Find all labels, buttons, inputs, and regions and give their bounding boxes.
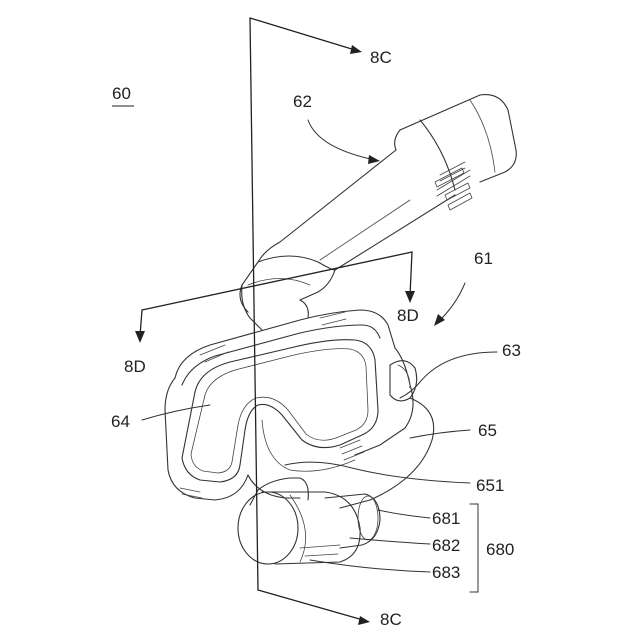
label-682: 682 — [432, 536, 460, 555]
label-683: 683 — [432, 563, 460, 582]
mask-frame — [165, 310, 417, 500]
section-label-8d-right: 8D — [397, 306, 419, 325]
section-label-8c-bottom: 8C — [380, 610, 402, 629]
label-65: 65 — [478, 421, 497, 440]
label-681: 681 — [432, 509, 460, 528]
snorkel-tube — [240, 95, 516, 330]
label-62: 62 — [293, 92, 312, 111]
part-labels: 60 62 61 63 64 65 651 681 682 683 680 — [111, 84, 521, 582]
section-label-8d-left: 8D — [124, 357, 146, 376]
section-line-8d — [135, 252, 415, 343]
label-651: 651 — [476, 476, 504, 495]
valve-assembly — [238, 478, 380, 564]
label-64: 64 — [111, 412, 130, 431]
label-680: 680 — [486, 540, 514, 559]
section-labels: 8C 8C 8D 8D — [124, 48, 419, 629]
section-label-8c-top: 8C — [370, 48, 392, 67]
label-60: 60 — [112, 84, 131, 103]
label-63: 63 — [502, 341, 521, 360]
label-61: 61 — [474, 249, 493, 268]
